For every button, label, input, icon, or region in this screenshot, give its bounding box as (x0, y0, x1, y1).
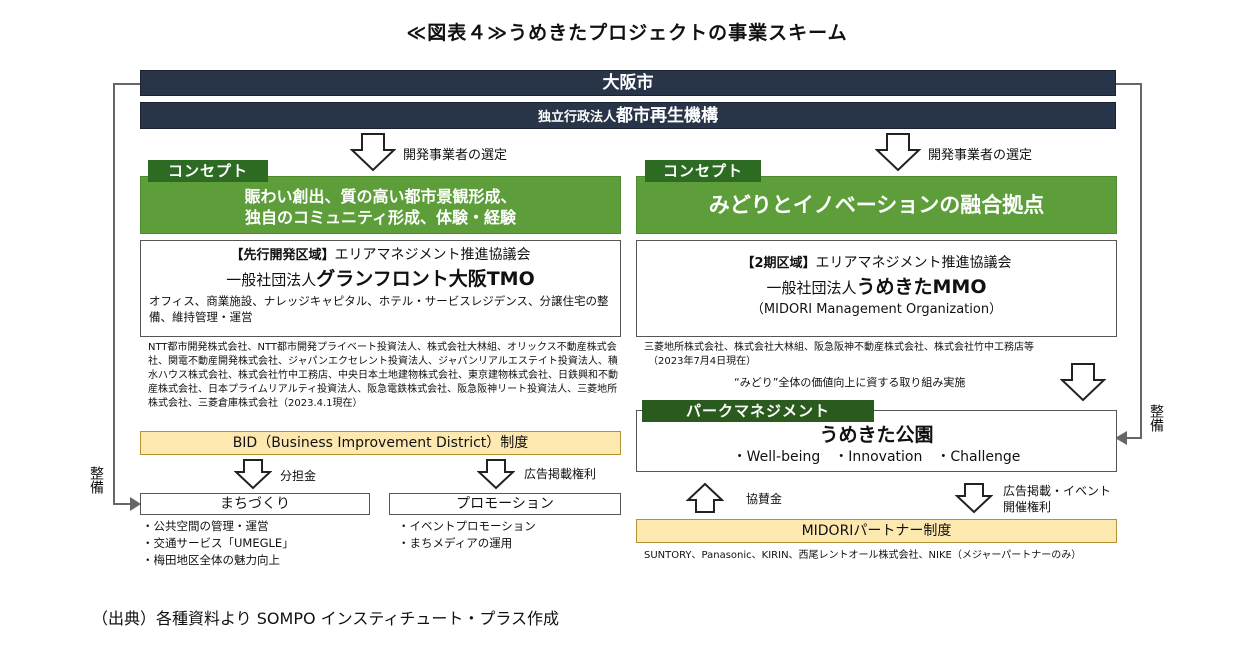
right-members-date: （2023年7月4日現在） (648, 356, 757, 367)
left-connector-arrowhead (130, 497, 141, 511)
right-selection-label: 開発事業者の選定 (928, 148, 1033, 163)
left-org-name: グランフロント大阪TMO (316, 268, 535, 290)
right-connector-vertical (1140, 83, 1142, 439)
park-box: うめきた公園 ・Well-being ・Innovation ・Challeng… (636, 410, 1117, 472)
park-items: ・Well-being ・Innovation ・Challenge (732, 449, 1021, 465)
left-side-label: 整備 (86, 466, 104, 500)
left-members-text: NTT都市開発株式会社、NTT都市開発プライベート投資法人、株式会社大林組、オリ… (148, 342, 618, 409)
left-concept-line1: 賑わい創出、質の高い都市景観形成、 (244, 187, 517, 206)
list-item: ・交通サービス「UMEGLE」 (142, 536, 294, 550)
share-arrow-label: 分担金 (280, 469, 317, 483)
left-org-prefix: 一般社団法人 (226, 271, 317, 289)
ad-rights-arrow-icon (477, 459, 515, 490)
ur-prefix: 独立行政法人 (537, 110, 616, 125)
left-connector-vertical (113, 83, 115, 505)
left-concept-line2: 独自のコミュニティ形成、体験・経験 (244, 208, 517, 227)
partners-list: SUNTORY、Panasonic、KIRIN、西尾レントオール株式会社、NIK… (644, 550, 1082, 561)
ad-rights-arrow-label: 広告掲載権利 (524, 467, 597, 481)
right-members-text: 三菱地所株式会社、株式会社大林組、阪急阪神不動産株式会社、株式会社竹中工務店等 (644, 342, 1034, 353)
sponsor-arrow-label: 協賛金 (746, 492, 783, 506)
right-concept-box: みどりとイノベーションの融合拠点 (636, 176, 1117, 234)
share-arrow-icon (234, 459, 272, 490)
machizukuri-box: まちづくり (140, 493, 370, 515)
right-area-tag: 【2期区域】 (741, 256, 816, 271)
right-side-label-text: 整備 (1148, 404, 1164, 432)
left-org-box: 【先行開発区域】エリアマネジメント推進協議会 一般社団法人グランフロント大阪TM… (140, 240, 621, 337)
partner-box: MIDORIパートナー制度 (636, 519, 1117, 543)
bid-box: BID（Business Improvement District）制度 (140, 431, 621, 455)
event-rights-arrow-label: 広告掲載・イベント開催権利 (1003, 484, 1112, 514)
bid-label: BID（Business Improvement District）制度 (232, 435, 529, 451)
left-connector-bottom (113, 503, 135, 505)
right-value-arrow-icon (1060, 363, 1106, 402)
promotion-box: プロモーション (389, 493, 621, 515)
park-name: うめきた公園 (819, 424, 934, 446)
osaka-city-bar: 大阪市 (140, 70, 1116, 96)
right-connector-arrowhead (1115, 431, 1127, 445)
park-management-tab: パークマネジメント (642, 400, 874, 422)
left-connector-top (113, 83, 140, 85)
left-selection-arrow-icon (350, 133, 396, 172)
left-area-tag: 【先行開発区域】 (230, 248, 335, 263)
machizukuri-label: まちづくり (220, 496, 290, 512)
list-item: ・梅田地区全体の魅力向上 (142, 553, 280, 567)
right-side-label: 整備 (1146, 404, 1164, 438)
promotion-label: プロモーション (456, 496, 554, 512)
right-connector-top (1116, 83, 1142, 85)
left-selection-label: 開発事業者の選定 (403, 148, 508, 163)
left-concept-box: 賑わい創出、質の高い都市景観形成、 独自のコミュニティ形成、体験・経験 (140, 176, 621, 234)
right-org-en: （MIDORI Management Organization） (750, 302, 1003, 317)
list-item: ・公共空間の管理・運営 (142, 519, 269, 533)
right-org-name: うめきたMMO (856, 276, 987, 298)
partner-label: MIDORIパートナー制度 (801, 523, 952, 539)
right-org-box: 【2期区域】エリアマネジメント推進協議会 一般社団法人うめきたMMO （MIDO… (636, 240, 1117, 337)
right-concept-tab: コンセプト (645, 160, 761, 182)
right-selection-arrow-icon (875, 133, 921, 172)
list-item: ・イベントプロモーション (398, 519, 536, 533)
left-council: エリアマネジメント推進協議会 (334, 247, 531, 263)
left-concept-tab: コンセプト (148, 160, 268, 182)
figure-title: ≪図表４≫うめきたプロジェクトの事業スキーム (406, 22, 848, 44)
right-value-text: “みどり”全体の価値向上に資する取り組み実施 (734, 376, 966, 389)
right-connector-bottom (1122, 437, 1142, 439)
left-side-label-text: 整備 (88, 466, 104, 494)
machizukuri-list: ・公共空間の管理・運営 ・交通サービス「UMEGLE」 ・梅田地区全体の魅力向上 (142, 518, 294, 569)
promotion-list: ・イベントプロモーション ・まちメディアの運用 (398, 518, 536, 552)
left-org-desc: オフィス、商業施設、ナレッジキャピタル、ホテル・サービスレジデンス、分譲住宅の整… (149, 294, 609, 324)
ur-name: 都市再生機構 (616, 106, 718, 126)
right-council: エリアマネジメント推進協議会 (815, 255, 1012, 271)
sponsor-arrow-icon (686, 482, 724, 513)
right-org-prefix: 一般社団法人 (766, 279, 857, 297)
event-rights-arrow-icon (955, 483, 993, 514)
source-note: （出典）各種資料より SOMPO インスティチュート・プラス作成 (92, 609, 560, 628)
right-concept-text: みどりとイノベーションの融合拠点 (708, 193, 1045, 217)
list-item: ・まちメディアの運用 (398, 536, 513, 550)
ur-bar: 独立行政法人都市再生機構 (140, 102, 1116, 129)
osaka-city-label: 大阪市 (602, 73, 654, 93)
